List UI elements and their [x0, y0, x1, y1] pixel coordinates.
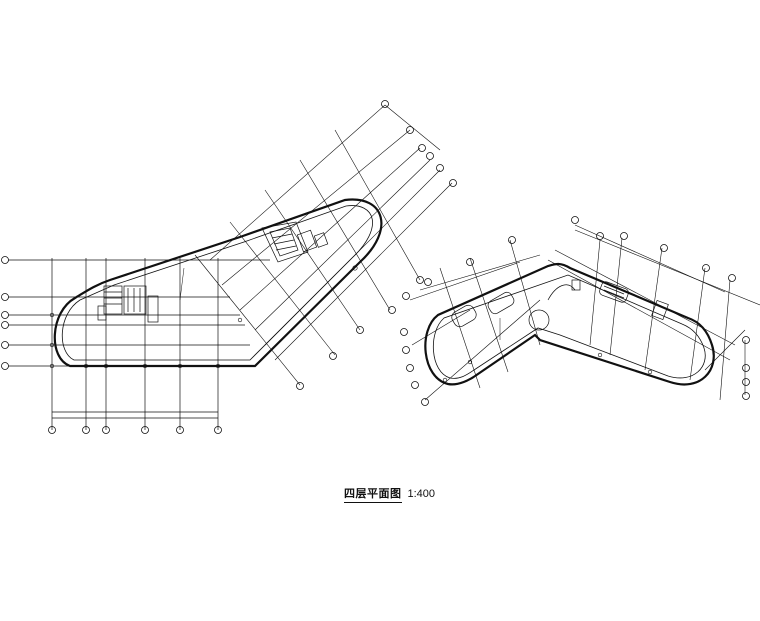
grid-nodes — [49, 265, 653, 383]
drawing-scale: 1:400 — [407, 488, 436, 500]
diagonal-grid — [194, 104, 453, 386]
drawing-title: 四层平面图 — [344, 485, 402, 503]
right-grid — [409, 224, 760, 401]
axis-bubbles — [1, 100, 750, 434]
left-stair-core — [97, 285, 159, 323]
right-building-features — [451, 279, 669, 331]
left-building-outline — [53, 198, 383, 368]
drawing-caption: 四层平面图 1:400 — [344, 484, 435, 504]
left-grid — [8, 258, 270, 430]
right-building-outline — [424, 262, 715, 386]
diagonal-stair-core — [261, 221, 329, 263]
